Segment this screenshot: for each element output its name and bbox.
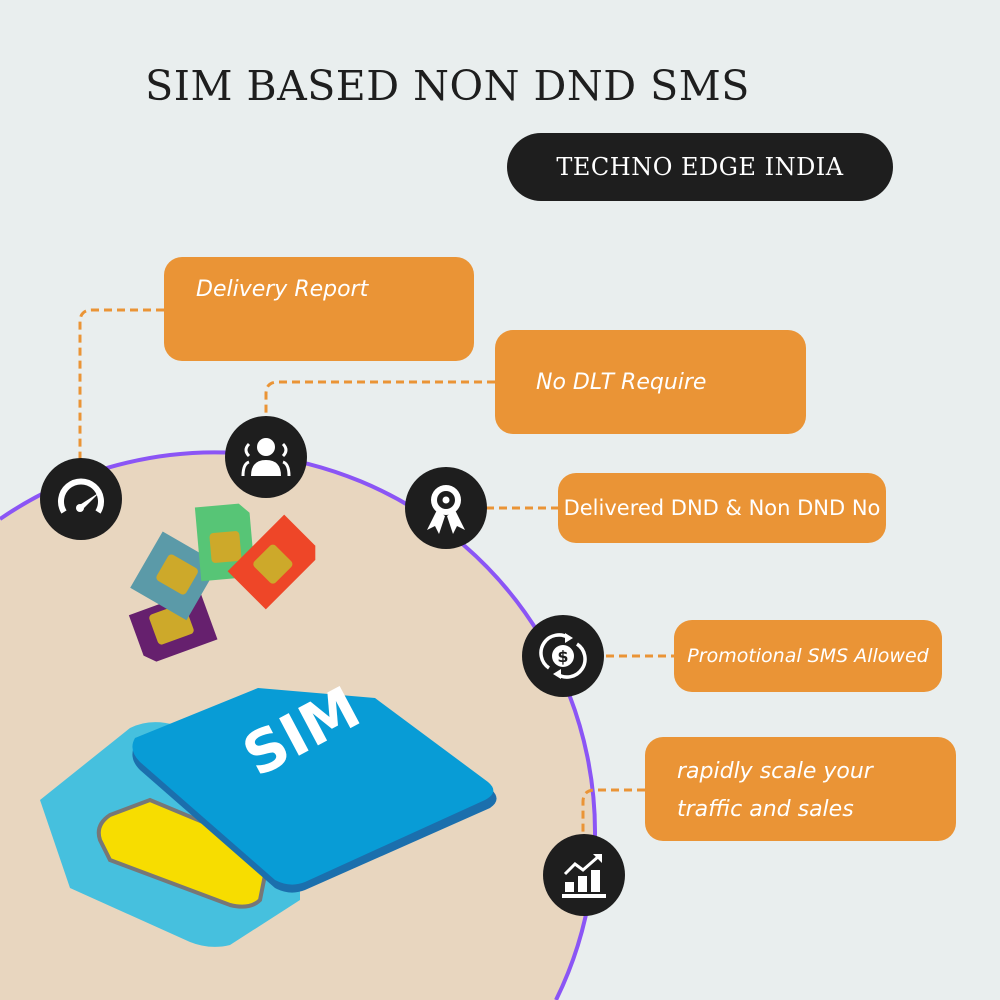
connector-lines <box>78 308 675 836</box>
award-ribbon-icon <box>405 467 487 549</box>
feature-box-scale: rapidly scale your traffic and sales <box>645 737 956 841</box>
feature-label: Delivered DND & Non DND No <box>563 496 881 520</box>
brand-badge: TECHNO EDGE INDIA <box>507 133 893 201</box>
large-sim-card-illustration <box>40 688 497 947</box>
feature-box-dnd-delivery: Delivered DND & Non DND No <box>558 473 886 543</box>
speedometer-icon <box>40 458 122 540</box>
feature-label: No DLT Require <box>536 370 707 395</box>
small-sim-cards-illustration <box>128 503 316 662</box>
page-title: SIM BASED NON DND SMS <box>145 62 750 110</box>
feature-label: Promotional SMS Allowed <box>687 645 929 667</box>
users-icon <box>225 416 307 498</box>
feature-box-no-dlt: No DLT Require <box>495 330 806 434</box>
feature-box-delivery-report: Delivery Report <box>164 257 474 361</box>
growth-chart-icon <box>543 834 625 916</box>
svg-text:$: $ <box>557 647 568 666</box>
dollar-refresh-icon: $ <box>522 615 604 697</box>
feature-label: rapidly scale your traffic and sales <box>677 759 873 822</box>
feature-box-promotional: Promotional SMS Allowed <box>674 620 942 692</box>
feature-label: Delivery Report <box>196 277 369 302</box>
